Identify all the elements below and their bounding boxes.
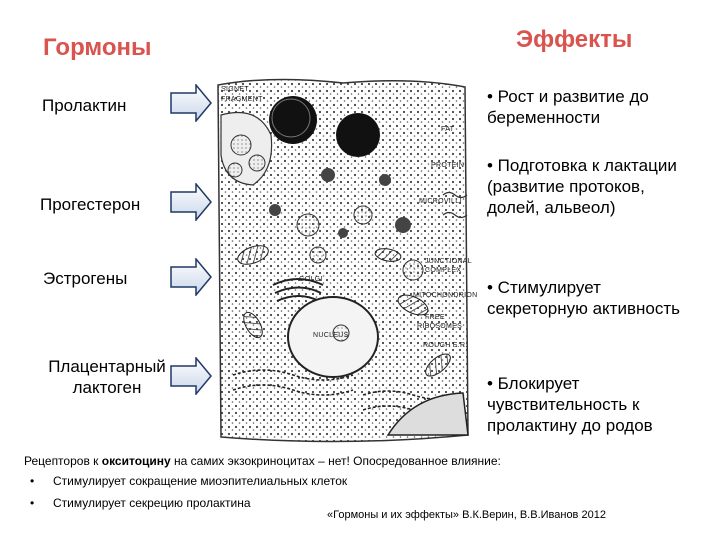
cell-label-free: FREE [425, 314, 445, 321]
mammary-cell-illustration: SIGNET FRAGMENT FAT PROTEIN MICROVILLI J… [213, 75, 478, 452]
oxytocin-note: Рецепторов к окситоцину на самих экзокри… [24, 452, 714, 471]
source-credit: «Гормоны и их эффекты» В.К.Верин, В.В.Ив… [327, 509, 606, 521]
hormone-placental-lactogen: Плацентарный лактоген [36, 356, 178, 398]
hormone-prolactin: Пролактин [42, 95, 126, 116]
cell-label-microvilli: MICROVILLI [419, 198, 462, 205]
arrow-icon [170, 183, 212, 221]
effect-preparation: • Подготовка к лактации (развитие проток… [487, 155, 687, 218]
cell-label-golgi: GOLGI [299, 276, 323, 283]
effect-growth: • Рост и развитие до беременности [487, 86, 687, 128]
cell-label-protein: PROTEIN [431, 162, 464, 169]
cell-label-fragment: FRAGMENT [221, 96, 263, 103]
cell-label-fat: FAT [441, 126, 455, 133]
effect-secretory: • Стимулирует секреторную активность [487, 277, 687, 319]
cell-label-mitochondrion: MITOCHONDRION [413, 292, 477, 299]
cell-label-junctional: JUNCTIONAL [425, 258, 472, 265]
effect-blocks-sensitivity: • Блокирует чувствительность к пролактин… [487, 373, 697, 436]
hormone-estrogens: Эстрогены [43, 268, 127, 289]
oxytocin-word: окситоцину [102, 454, 171, 468]
effects-heading: Эффекты [516, 26, 632, 54]
cell-label-nucleus: NUCLEUS [313, 332, 349, 339]
cell-label-rough-er: ROUGH E.R. [423, 342, 468, 349]
oxytocin-note-prefix: Рецепторов к [24, 454, 102, 468]
cell-label-ribosomes: RIBOSOMES [417, 323, 462, 330]
hormone-progesterone: Прогестерон [40, 194, 140, 215]
cell-label-signet: SIGNET [221, 86, 249, 93]
hormones-heading: Гормоны [43, 34, 152, 62]
arrow-icon [170, 357, 212, 395]
bullet-icon: • [30, 494, 34, 513]
cell-label-complex: COMPLEX [425, 267, 461, 274]
arrow-icon [170, 84, 212, 122]
arrow-icon [170, 258, 212, 296]
bullet-prolactin-secretion: Стимулирует секрецию пролактина [53, 494, 251, 513]
bullet-myoepithelial: Стимулирует сокращение миоэпителиальных … [53, 472, 347, 491]
oxytocin-note-suffix: на самих экзокриноцитах – нет! Опосредов… [171, 454, 501, 468]
bullet-icon: • [30, 472, 34, 491]
